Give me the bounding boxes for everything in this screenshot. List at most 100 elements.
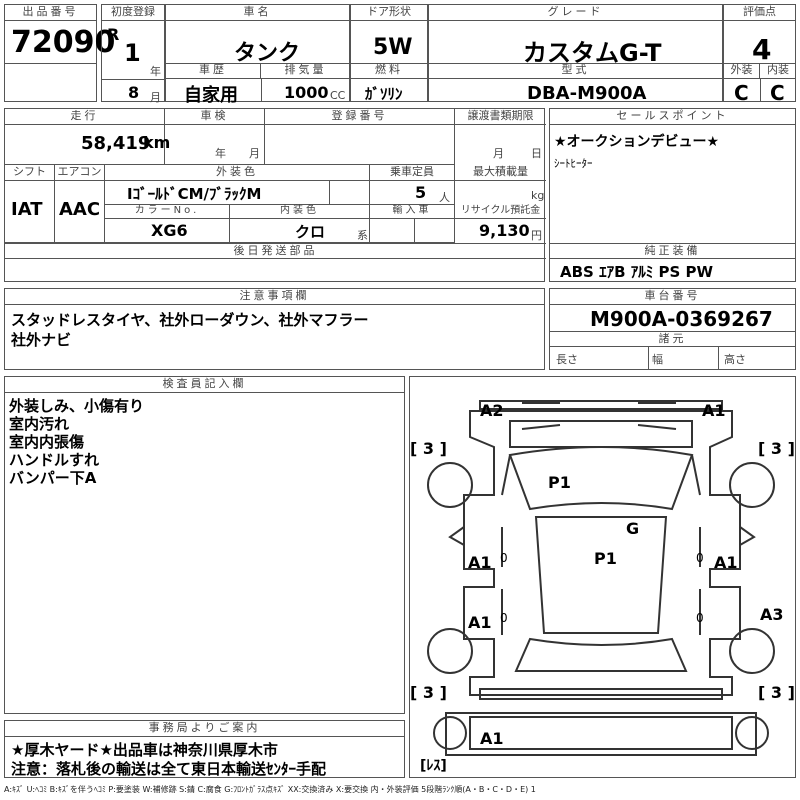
- recycle-label: リサイクル預託金: [455, 205, 546, 219]
- dims-divider-2: [718, 347, 719, 369]
- sales-line2: ｼｰﾄﾋｰﾀｰ: [554, 157, 593, 170]
- intcolor-label: 内装色: [230, 205, 370, 219]
- door-label: ドア形状: [351, 5, 427, 21]
- intcolor-unit: 系: [357, 229, 368, 242]
- colorno-label: カラーNo.: [105, 205, 230, 219]
- damage-mark: G: [626, 519, 640, 538]
- ext-label: 外装: [724, 63, 760, 79]
- damage-mark: A2: [480, 401, 504, 420]
- dims-length: 長さ: [556, 353, 578, 366]
- inspection-month-unit: 月: [249, 147, 260, 160]
- int-value: C: [770, 81, 785, 105]
- damage-mark: A3: [760, 605, 784, 624]
- spare-tire: [ﾚｽ]: [420, 758, 447, 774]
- registration-year: 1: [124, 39, 141, 67]
- grade-box: グレード カスタムG-T 型式 DBA-M900A: [428, 4, 723, 104]
- lot-number: 72090: [11, 25, 116, 60]
- import-cell-b: [415, 219, 455, 243]
- door-divider: [351, 63, 427, 64]
- sales-line1: ★オークションデビュー★: [554, 134, 720, 150]
- registration-label: 初度登録: [102, 5, 164, 21]
- ac-cell: [55, 181, 105, 243]
- lot-label: 出品番号: [5, 5, 96, 21]
- color-spare-cell: [330, 181, 370, 205]
- intcolor-cell: [230, 219, 370, 243]
- score-label: 評価点: [724, 5, 795, 21]
- chassis-label: 車台番号: [550, 289, 795, 305]
- dims-divider-1: [648, 347, 649, 369]
- inspector-line: 室内内張傷: [9, 433, 85, 451]
- mileage-cell: [5, 125, 165, 165]
- shift-value: IAT: [11, 199, 43, 220]
- carname-divider: [166, 63, 349, 64]
- office-box: 事務局よりご案内 ★厚木ヤード★出品車は神奈川県厚木市 注意：落札後の輸送は全て…: [4, 720, 405, 778]
- fuel-value: ｶﾞｿﾘﾝ: [365, 85, 403, 103]
- car-outline: [427, 400, 775, 756]
- damage-mark: P1: [594, 549, 617, 568]
- inspector-label: 検査員記入欄: [5, 377, 404, 393]
- displacement-label: 排気量: [261, 63, 350, 79]
- colorno-cell: [105, 219, 230, 243]
- spec-box: 走行 車検 登録番号 譲渡書類期限 58,419 km 年 月 月 日 シフト …: [4, 108, 546, 282]
- import-label: 輸入車: [370, 205, 455, 219]
- inspector-box: 検査員記入欄 外装しみ、小傷有り 室内汚れ 室内内張傷 ハンドルすれ バンパー下…: [4, 376, 405, 714]
- mileage-unit: km: [143, 133, 171, 152]
- color-value: IｺﾞｰﾙﾄﾞCM/ﾌﾞﾗｯｸM: [127, 185, 262, 203]
- dims-label: 諸元: [550, 331, 795, 347]
- office-line1: ★厚木ヤード★出品車は神奈川県厚木市: [11, 741, 278, 759]
- ac-label: エアコン: [55, 165, 105, 181]
- damage-mark: A1: [702, 401, 726, 420]
- transfer-label: 譲渡書類期限: [455, 109, 546, 125]
- notes-line2: 社外ナビ: [11, 331, 72, 349]
- notes-line1: スタッドレスタイヤ、社外ローダウン、社外マフラー: [11, 311, 369, 329]
- displacement-unit: CC: [330, 89, 346, 102]
- inspection-cell: [165, 125, 265, 165]
- equip-label: 純正装備: [550, 243, 795, 259]
- shift-label: シフト: [5, 165, 55, 181]
- registration-era: R: [107, 25, 120, 44]
- inspector-line: 室内汚れ: [9, 415, 70, 433]
- mirror-zero: 0: [696, 551, 704, 565]
- color-cell: [105, 181, 330, 205]
- mileage-value: 58,419: [81, 133, 151, 154]
- displacement-value: 1000: [284, 83, 329, 102]
- registration-divider: [102, 79, 164, 80]
- mirror-zero: 0: [500, 611, 508, 625]
- damage-legend: A:ｷｽﾞ U:ﾍｺﾐ B:ｷｽﾞを伴うﾍｺﾐ P:要塗装 W:補修跡 S:錆 …: [4, 785, 536, 794]
- equip-value: ABS ｴｱB ｱﾙﾐ PS PW: [560, 263, 714, 281]
- transfer-day-unit: 日: [531, 147, 542, 160]
- transfer-month-unit: 月: [493, 147, 504, 160]
- mirror-zero: 0: [500, 551, 508, 565]
- inspection-year-unit: 年: [215, 147, 226, 160]
- chassis-value: M900A-0369267: [590, 307, 773, 331]
- colorno-value: XG6: [151, 221, 188, 240]
- capacity-value: 5: [415, 183, 427, 202]
- recycle-value: 9,130: [479, 221, 530, 240]
- registration-month: 8: [128, 83, 140, 102]
- office-label: 事務局よりご案内: [5, 721, 404, 737]
- ext-int-divider: [760, 79, 761, 101]
- regno-label: 登録番号: [265, 109, 455, 125]
- load-label: 最大積載量: [455, 165, 546, 181]
- grade-value: カスタムG-T: [523, 39, 662, 67]
- damage-mark: A1: [480, 729, 504, 748]
- lot-divider: [5, 63, 96, 64]
- chassis-box: 車台番号 M900A-0369267 諸元 長さ 幅 高さ: [549, 288, 796, 370]
- history-divider: [261, 79, 262, 101]
- intcolor-value: クロ: [295, 223, 326, 241]
- inspector-line: 外装しみ、小傷有り: [9, 397, 145, 415]
- load-unit: kg: [531, 189, 545, 202]
- tire-tread-front-right: [ 3 ]: [758, 439, 795, 458]
- score-value: 4: [752, 33, 772, 66]
- sales-box: セールスポイント ★オークションデビュー★ ｼｰﾄﾋｰﾀｰ 純正装備 ABS ｴ…: [549, 108, 796, 282]
- grade-label: グレード: [429, 5, 722, 21]
- inspector-line: バンパー下A: [9, 469, 97, 487]
- mirror-zero: 0: [696, 611, 704, 625]
- inspector-line: ハンドルすれ: [9, 451, 100, 469]
- registration-year-unit: 年: [150, 65, 161, 78]
- carname-label: 車名: [166, 5, 349, 21]
- tire-tread-front-left: [ 3 ]: [410, 439, 447, 458]
- int-label: 内装: [760, 63, 796, 79]
- tire-tread-rear-right: [ 3 ]: [758, 683, 795, 702]
- lot-box: 出品番号 72090: [4, 4, 115, 102]
